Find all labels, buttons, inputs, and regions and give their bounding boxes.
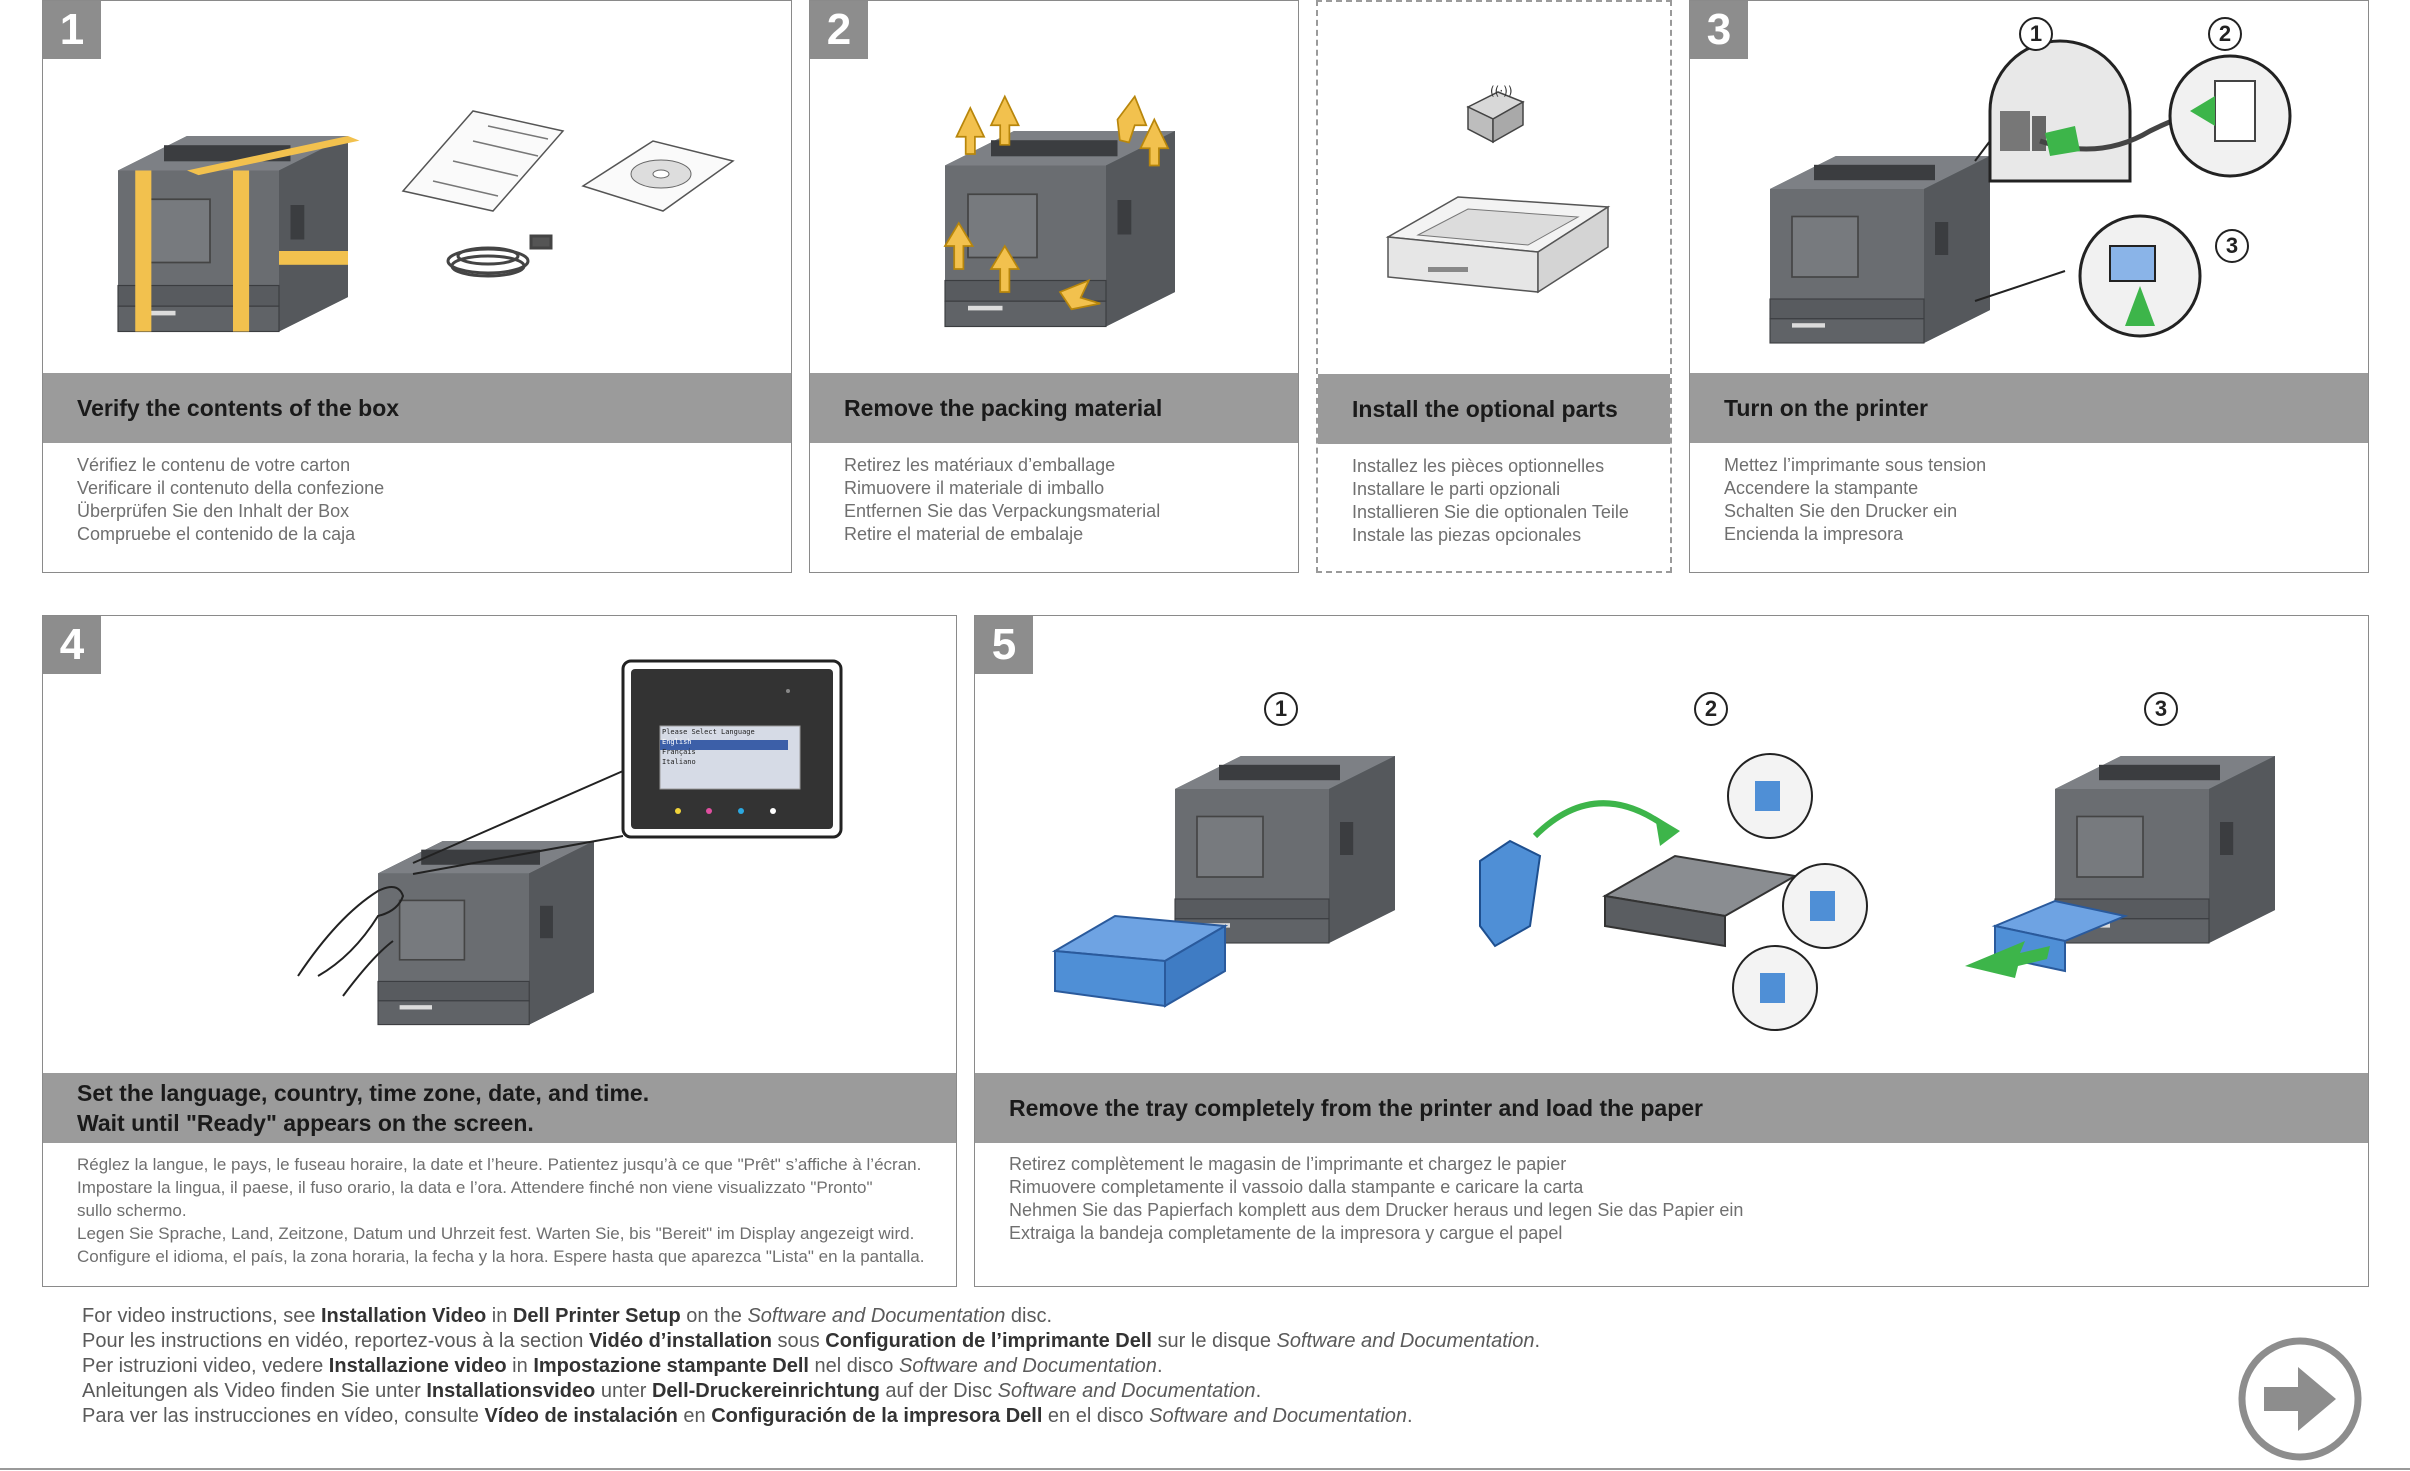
step-number: 3 xyxy=(1690,1,1748,59)
translation-es: Compruebe el contenido de la caja xyxy=(77,524,356,544)
step-4-panel: 4 Please Select Language English Françai… xyxy=(42,615,957,1287)
optional-parts-panel: ((·)) Install the optional parts Install… xyxy=(1316,0,1672,573)
step-number: 2 xyxy=(810,1,868,59)
callout-2: 2 xyxy=(2208,17,2242,51)
packing-removal-illustration xyxy=(943,94,1176,328)
step-number: 4 xyxy=(43,616,101,674)
step-number: 5 xyxy=(975,616,1033,674)
translation-it: Accendere la stampante xyxy=(1724,478,1919,498)
translation-it: Installare le parti opzionali xyxy=(1352,479,1561,499)
printer-image xyxy=(117,135,360,333)
step-1-panel: 1 Verify the contents of xyxy=(42,0,792,573)
step-number: 1 xyxy=(43,1,101,59)
step-title: Remove the tray completely from the prin… xyxy=(1009,1094,1703,1121)
control-panel-closeup xyxy=(621,659,843,839)
video-instructions-footer: For video instructions, see Installation… xyxy=(82,1304,1540,1429)
callout-1: 1 xyxy=(1264,692,1298,726)
box-contents-illustration xyxy=(117,110,735,333)
removed-tray xyxy=(1051,914,1229,1008)
translation-fr: Retirez les matériaux d’emballage xyxy=(844,455,1116,475)
power-on-illustration xyxy=(1769,39,2292,344)
power-switch-closeup xyxy=(2078,214,2202,338)
connector-closeup xyxy=(1988,39,2132,183)
lcd-option-english[interactable]: English xyxy=(662,738,692,746)
translation-es: Retire el material de embalaje xyxy=(844,524,1084,544)
translation-fr: Mettez l’imprimante sous tension xyxy=(1724,455,1987,475)
translation-es: Configure el idioma, el país, la zona ho… xyxy=(77,1247,925,1266)
footer-line-de: Anleitungen als Video finden Sie unter I… xyxy=(82,1380,1262,1402)
arrow-right-icon[interactable] xyxy=(2236,1335,2364,1463)
insert-arrow xyxy=(1965,941,2050,978)
step-translations: Vérifiez le contenu de votre carton Veri… xyxy=(77,454,781,546)
paper-loading-step xyxy=(1479,753,1868,1031)
disc-image xyxy=(581,140,735,212)
translation-fr: Installez les pièces optionnelles xyxy=(1352,456,1605,476)
callout-3: 3 xyxy=(2215,229,2249,263)
svg-text:((·)): ((·)) xyxy=(1490,84,1513,98)
bottom-divider xyxy=(0,1468,2410,1470)
step-title-bar: Install the optional parts xyxy=(1318,374,1670,444)
translation-it: Rimuovere completamente il vassoio dalla… xyxy=(1009,1177,1584,1197)
translation-de: Schalten Sie den Drucker ein xyxy=(1724,501,1958,521)
translation-fr: Vérifiez le contenu de votre carton xyxy=(77,455,351,475)
step-translations: Retirez complètement le magasin de l’imp… xyxy=(1009,1153,2358,1245)
translation-it: Impostare la lingua, il paese, il fuso o… xyxy=(77,1178,873,1197)
step-translations: Installez les pièces optionnelles Instal… xyxy=(1352,455,1660,547)
step-title-line-2: Wait until "Ready" appears on the screen… xyxy=(77,1110,534,1136)
tray-removed-printer xyxy=(1174,755,1396,944)
lcd-option-francais[interactable]: Français xyxy=(662,748,696,756)
callout-1: 1 xyxy=(2019,17,2053,51)
step-3-panel: 3 1 2 3 Turn on the printer Mettez l’im xyxy=(1689,0,2369,573)
wireless-adapter-image: ((·)) xyxy=(1466,84,1525,144)
translation-de: Legen Sie Sprache, Land, Zeitzone, Datum… xyxy=(77,1224,915,1243)
step-title: Install the optional parts xyxy=(1352,395,1618,422)
step-translations: Mettez l’imprimante sous tension Accende… xyxy=(1724,454,2358,546)
optional-parts-illustration: ((·)) xyxy=(1385,84,1611,294)
translation-it: Verificare il contenuto della confezione xyxy=(77,478,385,498)
callout-2: 2 xyxy=(1694,692,1728,726)
translation-it-cont: sullo schermo. xyxy=(77,1201,187,1220)
step-title-bar: Set the language, country, time zone, da… xyxy=(43,1073,956,1143)
step-title-bar: Remove the packing material xyxy=(810,373,1298,443)
step-translations: Retirez les matériaux d’emballage Rimuov… xyxy=(844,454,1288,546)
translation-de: Nehmen Sie das Papierfach komplett aus d… xyxy=(1009,1200,1744,1220)
lcd-option-italiano[interactable]: Italiano xyxy=(662,758,696,766)
translation-es: Instale las piezas opcionales xyxy=(1352,525,1582,545)
step-title: Turn on the printer xyxy=(1724,394,1929,421)
step-5-panel: 5 1 2 3 Remove the tray xyxy=(974,615,2369,1287)
translation-de: Entfernen Sie das Verpackungsmaterial xyxy=(844,501,1161,521)
footer-line-es: Para ver las instrucciones en vídeo, con… xyxy=(82,1405,1413,1427)
translation-fr: Retirez complètement le magasin de l’imp… xyxy=(1009,1154,1567,1174)
translation-it: Rimuovere il materiale di imballo xyxy=(844,478,1105,498)
control-panel-illustration xyxy=(297,659,843,1026)
step-title-bar: Verify the contents of the box xyxy=(43,373,791,443)
step-title-line-1: Set the language, country, time zone, da… xyxy=(77,1080,650,1106)
translation-de: Überprüfen Sie den Inhalt der Box xyxy=(77,501,350,521)
step-2-panel: 2 Remove the packing material Retirez le… xyxy=(809,0,1299,573)
step-title: Remove the packing material xyxy=(844,394,1163,421)
footer-line-en: For video instructions, see Installation… xyxy=(82,1305,1053,1327)
power-cord-image xyxy=(446,234,553,278)
lcd-heading: Please Select Language xyxy=(662,728,755,736)
lcd-screen: Please Select Language English Français … xyxy=(662,727,790,767)
step-title-bar: Turn on the printer xyxy=(1690,373,2368,443)
translation-es: Encienda la impresora xyxy=(1724,524,1904,544)
translation-es: Extraiga la bandeja completamente de la … xyxy=(1009,1223,1563,1243)
callout-3: 3 xyxy=(2144,692,2178,726)
setup-poster-image xyxy=(401,110,565,212)
step-title: Verify the contents of the box xyxy=(77,394,400,421)
step-translations: Réglez la langue, le pays, le fuseau hor… xyxy=(77,1153,946,1268)
translation-fr: Réglez la langue, le pays, le fuseau hor… xyxy=(77,1155,922,1174)
paper-loading-illustration xyxy=(1051,753,2276,1031)
outlet-closeup xyxy=(2168,54,2292,178)
footer-line-it: Per istruzioni video, vedere Installazio… xyxy=(82,1355,1163,1377)
hand-outline xyxy=(297,886,405,977)
translation-de: Installieren Sie die optionalen Teile xyxy=(1352,502,1629,522)
step-title-bar: Remove the tray completely from the prin… xyxy=(975,1073,2368,1143)
paper-feeder-image xyxy=(1385,196,1611,294)
footer-line-fr: Pour les instructions en vidéo, reportez… xyxy=(82,1330,1541,1352)
